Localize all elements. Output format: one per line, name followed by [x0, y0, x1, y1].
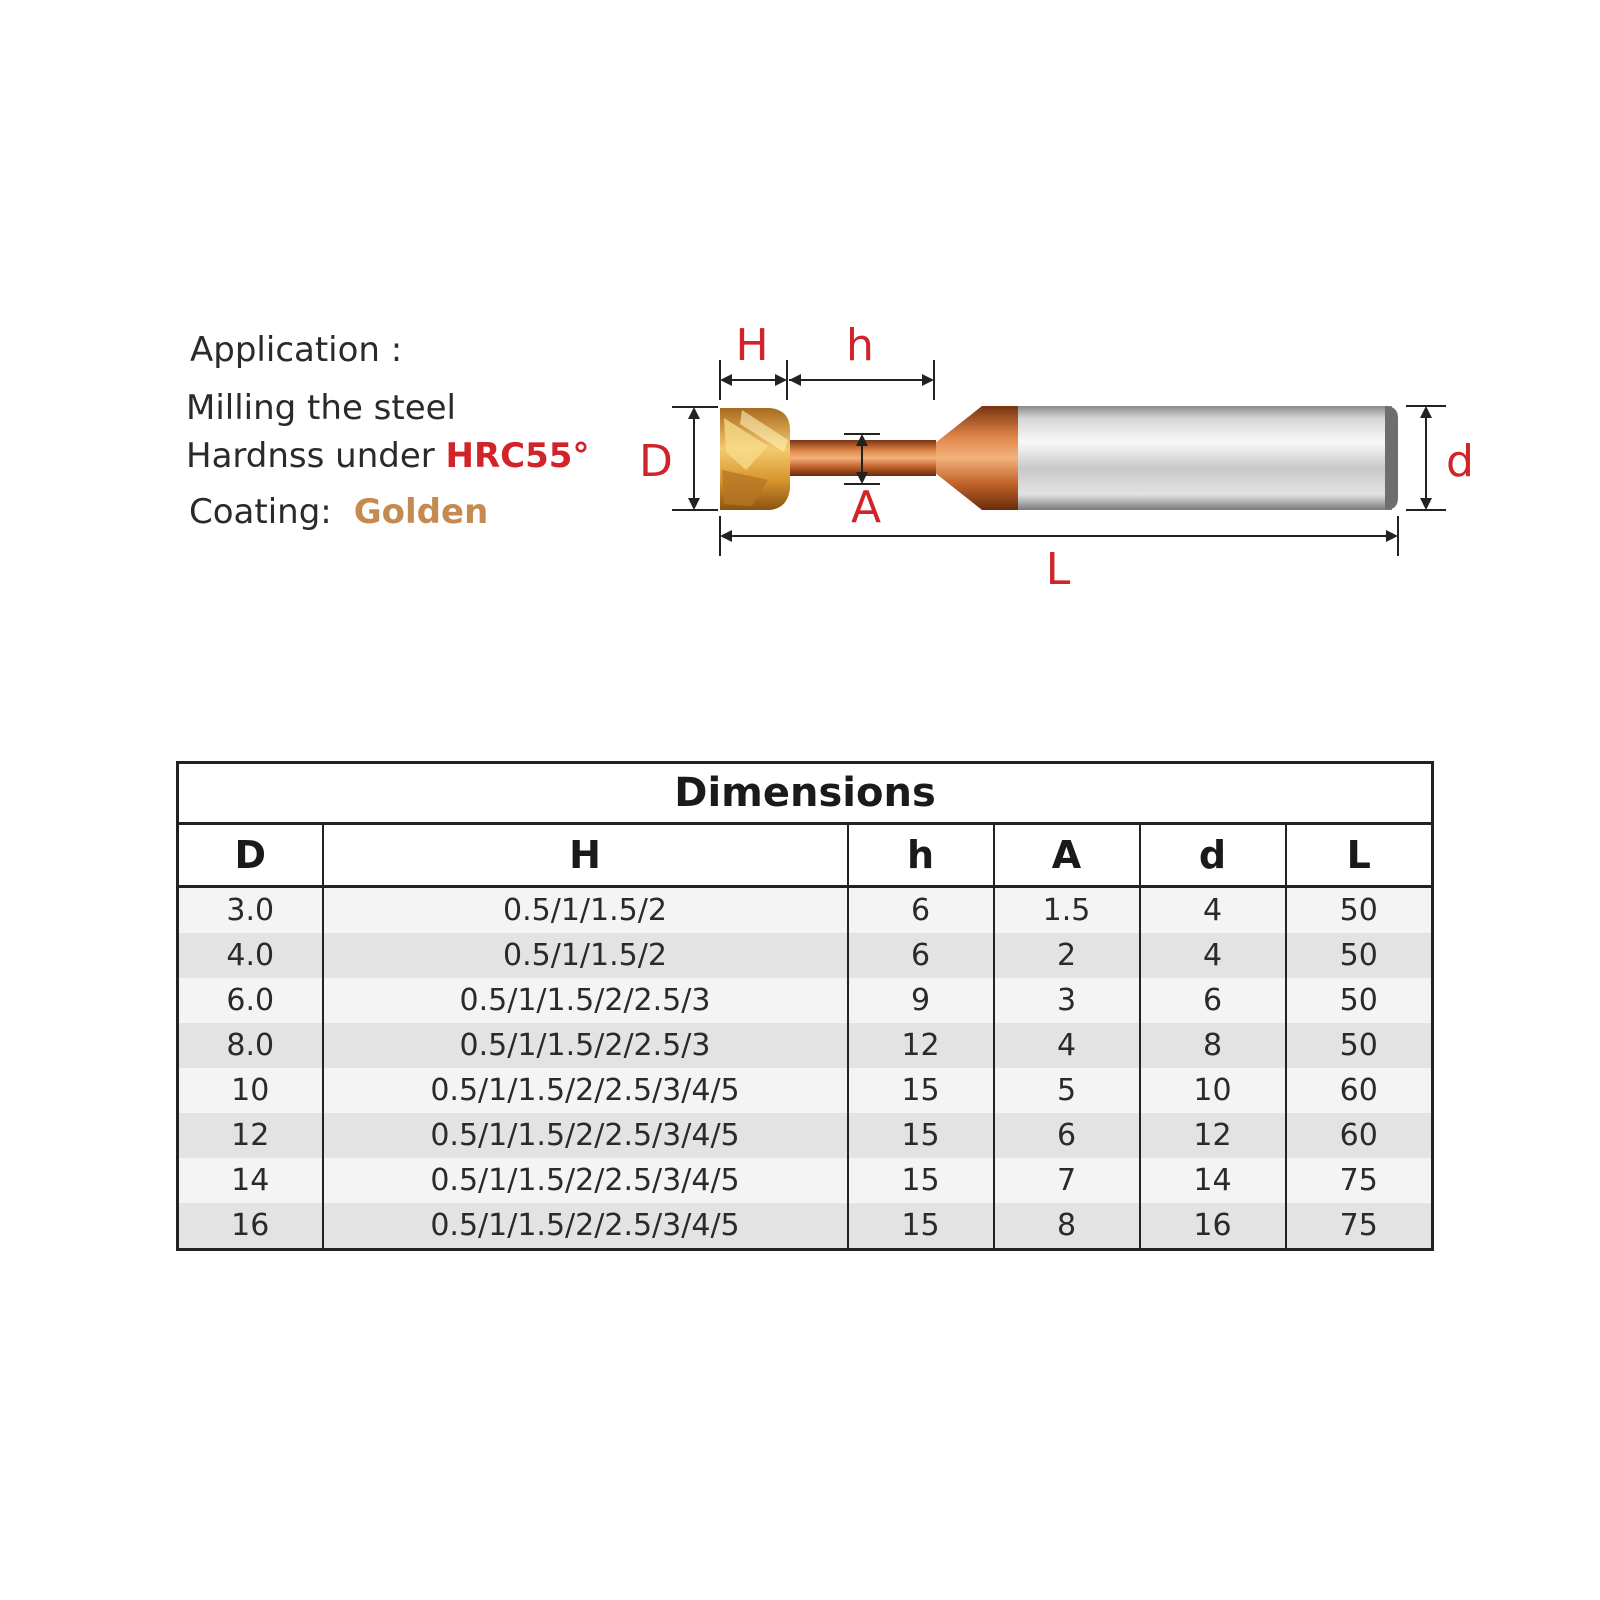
cell-H: 0.5/1/1.5/2/2.5/3/4/5: [322, 1158, 849, 1203]
tool-diagram: H h D A d L: [639, 320, 1474, 595]
coating-value: Golden: [353, 492, 489, 532]
cell-h: 15: [847, 1068, 995, 1113]
cell-d: 16: [1139, 1203, 1287, 1250]
coating-label: Coating:: [189, 492, 332, 532]
table-row: 3.0 0.5/1/1.5/2 6 1.5 4 50: [177, 886, 1433, 933]
column-header-A: A: [993, 823, 1141, 888]
cell-L: 50: [1285, 886, 1433, 933]
cell-A: 7: [993, 1158, 1141, 1203]
hardness-prefix: Hardnss under: [186, 436, 446, 476]
label-A: A: [851, 482, 881, 533]
cell-L: 60: [1285, 1113, 1433, 1158]
cell-H: 0.5/1/1.5/2: [322, 933, 849, 978]
tool-cutting-head: [720, 408, 790, 510]
cell-d: 4: [1139, 886, 1287, 933]
cell-A: 8: [993, 1203, 1141, 1250]
cell-L: 50: [1285, 978, 1433, 1023]
cell-L: 75: [1285, 1158, 1433, 1203]
cell-H: 0.5/1/1.5/2/2.5/3: [322, 1023, 849, 1068]
cell-A: 3: [993, 978, 1141, 1023]
cell-h: 12: [847, 1023, 995, 1068]
label-H: H: [735, 320, 768, 371]
cell-h: 6: [847, 886, 995, 933]
table-row: 16 0.5/1/1.5/2/2.5/3/4/5 15 8 16 75: [177, 1203, 1433, 1250]
cell-d: 8: [1139, 1023, 1287, 1068]
cell-D: 16: [177, 1203, 324, 1250]
cell-d: 6: [1139, 978, 1287, 1023]
cell-D: 3.0: [177, 886, 324, 933]
tool-neck: [788, 406, 1018, 510]
cell-h: 15: [847, 1158, 995, 1203]
column-header-h: h: [847, 823, 995, 888]
label-L: L: [1046, 544, 1071, 595]
cell-L: 50: [1285, 1023, 1433, 1068]
cell-H: 0.5/1/1.5/2/2.5/3/4/5: [322, 1113, 849, 1158]
table-row: 8.0 0.5/1/1.5/2/2.5/3 12 4 8 50: [177, 1023, 1433, 1068]
tool-shank: [1018, 406, 1398, 510]
cell-D: 4.0: [177, 933, 324, 978]
cell-h: 9: [847, 978, 995, 1023]
cell-H: 0.5/1/1.5/2/2.5/3/4/5: [322, 1203, 849, 1250]
application-label: Application :: [190, 330, 403, 370]
column-header-H: H: [322, 823, 849, 888]
cell-A: 4: [993, 1023, 1141, 1068]
cell-D: 14: [177, 1158, 324, 1203]
cell-d: 14: [1139, 1158, 1287, 1203]
cell-L: 50: [1285, 933, 1433, 978]
cell-A: 1.5: [993, 886, 1141, 933]
cell-d: 4: [1139, 933, 1287, 978]
cell-H: 0.5/1/1.5/2: [322, 886, 849, 933]
cell-H: 0.5/1/1.5/2/2.5/3: [322, 978, 849, 1023]
column-header-L: L: [1285, 823, 1433, 888]
cell-L: 75: [1285, 1203, 1433, 1250]
cell-L: 60: [1285, 1068, 1433, 1113]
table-row: 10 0.5/1/1.5/2/2.5/3/4/5 15 5 10 60: [177, 1068, 1433, 1113]
table-row: 4.0 0.5/1/1.5/2 6 2 4 50: [177, 933, 1433, 978]
label-D: D: [639, 436, 673, 487]
label-h: h: [846, 320, 874, 371]
cell-d: 10: [1139, 1068, 1287, 1113]
hardness-line: Hardnss under HRC55°: [186, 436, 589, 476]
cell-D: 10: [177, 1068, 324, 1113]
cell-h: 6: [847, 933, 995, 978]
application-text: Milling the steel: [186, 388, 456, 428]
cell-D: 8.0: [177, 1023, 324, 1068]
cell-D: 6.0: [177, 978, 324, 1023]
dimensions-table: Dimensions D H h A d L 3.0 0.5/1/1.5/2 6…: [176, 761, 1435, 1251]
hardness-value: HRC55°: [445, 436, 590, 476]
cell-h: 15: [847, 1113, 995, 1158]
table-title: Dimensions: [177, 762, 1433, 825]
cell-D: 12: [177, 1113, 324, 1158]
table-row: 12 0.5/1/1.5/2/2.5/3/4/5 15 6 12 60: [177, 1113, 1433, 1158]
cell-A: 6: [993, 1113, 1141, 1158]
column-header-d: d: [1139, 823, 1287, 888]
cell-h: 15: [847, 1203, 995, 1250]
cell-A: 2: [993, 933, 1141, 978]
label-d: d: [1446, 436, 1474, 487]
cell-d: 12: [1139, 1113, 1287, 1158]
cell-A: 5: [993, 1068, 1141, 1113]
column-header-D: D: [177, 823, 324, 888]
cell-H: 0.5/1/1.5/2/2.5/3/4/5: [322, 1068, 849, 1113]
table-row: 6.0 0.5/1/1.5/2/2.5/3 9 3 6 50: [177, 978, 1433, 1023]
table-row: 14 0.5/1/1.5/2/2.5/3/4/5 15 7 14 75: [177, 1158, 1433, 1203]
coating-line: Coating: Golden: [189, 492, 488, 532]
